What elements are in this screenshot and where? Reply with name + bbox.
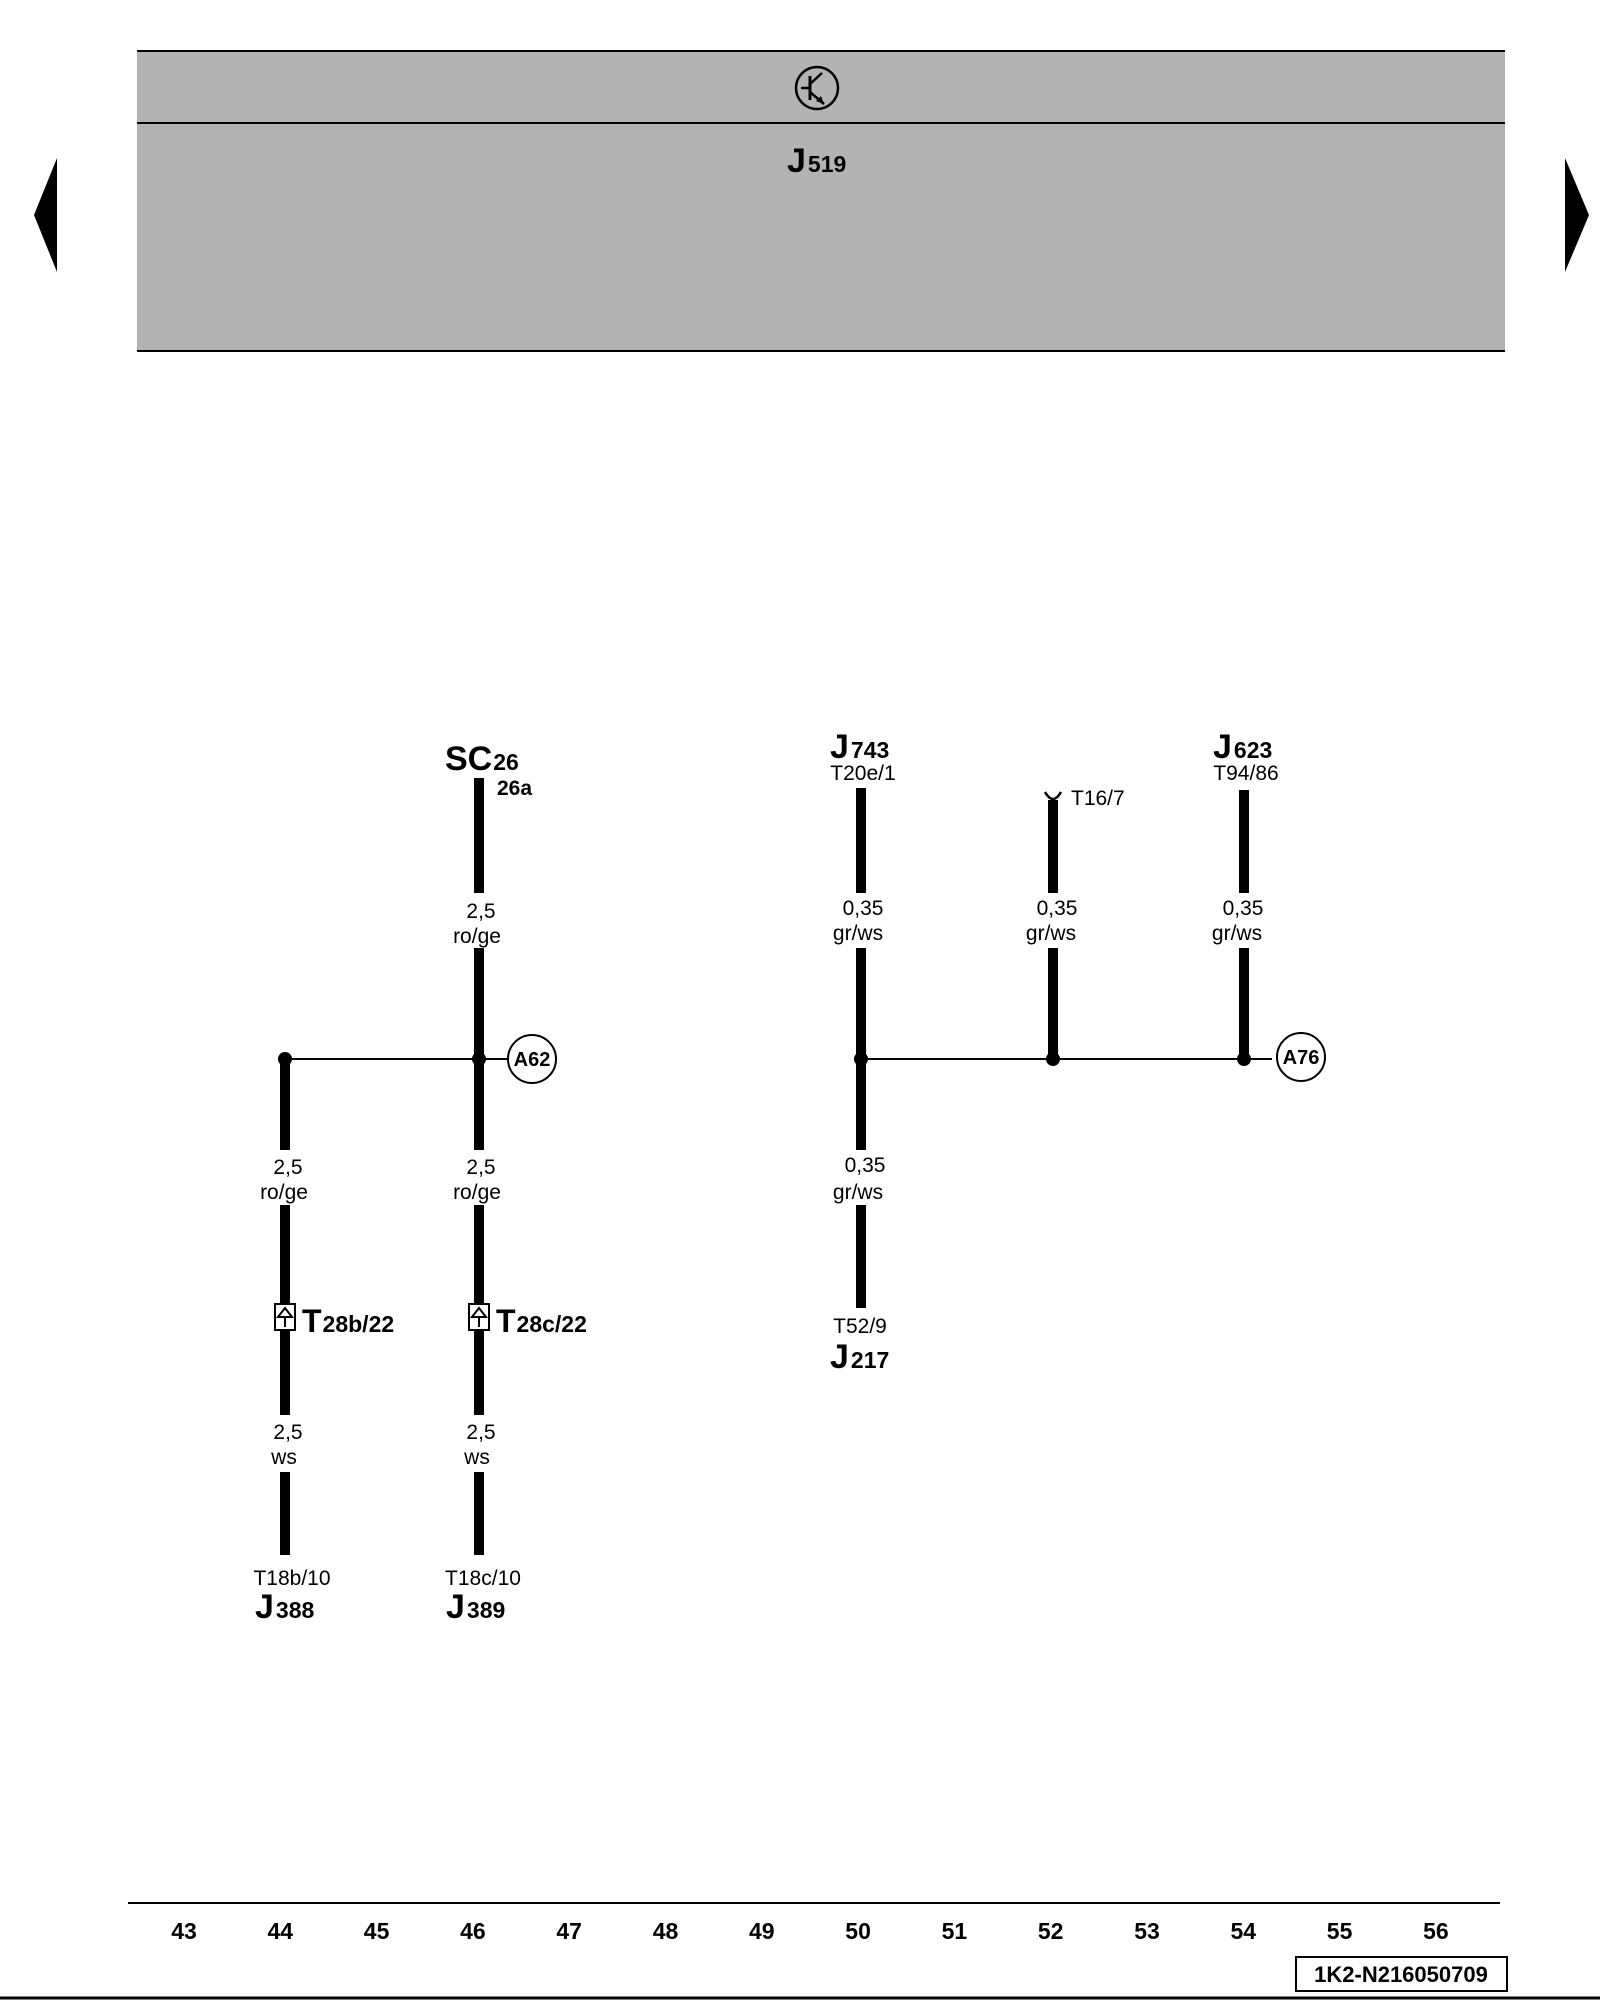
svg-text:A62: A62 — [514, 1049, 551, 1071]
t16-pin: T16/7 — [1071, 787, 1125, 810]
track-number: 45 — [364, 1918, 390, 1944]
wire-left-mid-size: 2,5 — [273, 1156, 302, 1179]
header-component-label: J519 — [787, 142, 846, 180]
wire-j743-top-size: 0,35 — [843, 897, 884, 920]
t28b-label: T28b/22 — [302, 1303, 394, 1339]
a76-connector: A76 — [1276, 1032, 1326, 1082]
wire-center-low-size: 2,5 — [466, 1421, 495, 1444]
wire-left-low-color: ws — [270, 1446, 297, 1469]
wire-sc-top-color: ro/ge — [453, 925, 501, 948]
j623-pin: T94/86 — [1213, 762, 1278, 785]
next-page-arrow[interactable] — [1565, 158, 1589, 272]
wire-center-low-color: ws — [463, 1446, 490, 1469]
wire-j623-top-color: gr/ws — [1212, 922, 1262, 945]
track-number: 43 — [171, 1918, 197, 1944]
connector-icon — [274, 1303, 296, 1331]
prev-page-arrow[interactable] — [34, 158, 57, 272]
wire-j217-low-color: gr/ws — [833, 1181, 883, 1204]
sc26-pin: 26a — [497, 777, 532, 800]
node-t16 — [1046, 1052, 1060, 1066]
track-number: 55 — [1327, 1918, 1353, 1944]
svg-text:A76: A76 — [1283, 1047, 1320, 1069]
track-number: 50 — [845, 1918, 871, 1944]
a62-connector: A62 — [507, 1034, 557, 1084]
track-number: 44 — [268, 1918, 294, 1944]
sc26-label: SC26 — [445, 740, 519, 778]
j743-label: J743 — [830, 728, 889, 766]
track-number: 46 — [460, 1918, 486, 1944]
track-number: 52 — [1038, 1918, 1064, 1944]
wire-j217-low-size: 0,35 — [845, 1154, 886, 1177]
svg-text:1K2-N216050709: 1K2-N216050709 — [1314, 1962, 1488, 1987]
wire-t16-top-size: 0,35 — [1037, 897, 1078, 920]
j388-label: J388 — [255, 1588, 315, 1626]
wire-left-mid-color: ro/ge — [260, 1181, 308, 1204]
j217-label: J217 — [830, 1338, 889, 1376]
j388-pin: T18b/10 — [253, 1567, 330, 1590]
j217-pin: T52/9 — [833, 1315, 887, 1338]
track-number: 49 — [749, 1918, 775, 1944]
wire-j743-top-color: gr/ws — [833, 922, 883, 945]
wire-j623-top-size: 0,35 — [1223, 897, 1264, 920]
node-j623 — [1237, 1052, 1251, 1066]
track-number: 56 — [1423, 1918, 1449, 1944]
doc-id-box: 1K2-N216050709 — [1295, 1956, 1508, 1992]
wire-left-low-size: 2,5 — [273, 1421, 302, 1444]
t28c-label: T28c/22 — [496, 1303, 587, 1339]
wire-sc-top-size: 2,5 — [466, 900, 495, 923]
j623-label: J623 — [1213, 728, 1272, 766]
plug-cap-icon — [1043, 791, 1063, 801]
j389-pin: T18c/10 — [445, 1567, 521, 1590]
j389-label: J389 — [446, 1588, 505, 1626]
wire-center-mid-color: ro/ge — [453, 1181, 501, 1204]
track-number: 47 — [556, 1918, 582, 1944]
transistor-symbol-icon — [794, 65, 840, 111]
track-number: 51 — [942, 1918, 968, 1944]
track-number: 53 — [1134, 1918, 1160, 1944]
track-number: 54 — [1231, 1918, 1257, 1944]
track-numbers: 43 44 45 46 47 48 49 50 51 52 53 54 55 56 — [171, 1918, 1448, 1944]
wire-center-mid-size: 2,5 — [466, 1156, 495, 1179]
wire-t16-top-color: gr/ws — [1026, 922, 1076, 945]
j743-pin: T20e/1 — [830, 762, 895, 785]
track-number: 48 — [653, 1918, 679, 1944]
connector-icon — [468, 1303, 490, 1331]
